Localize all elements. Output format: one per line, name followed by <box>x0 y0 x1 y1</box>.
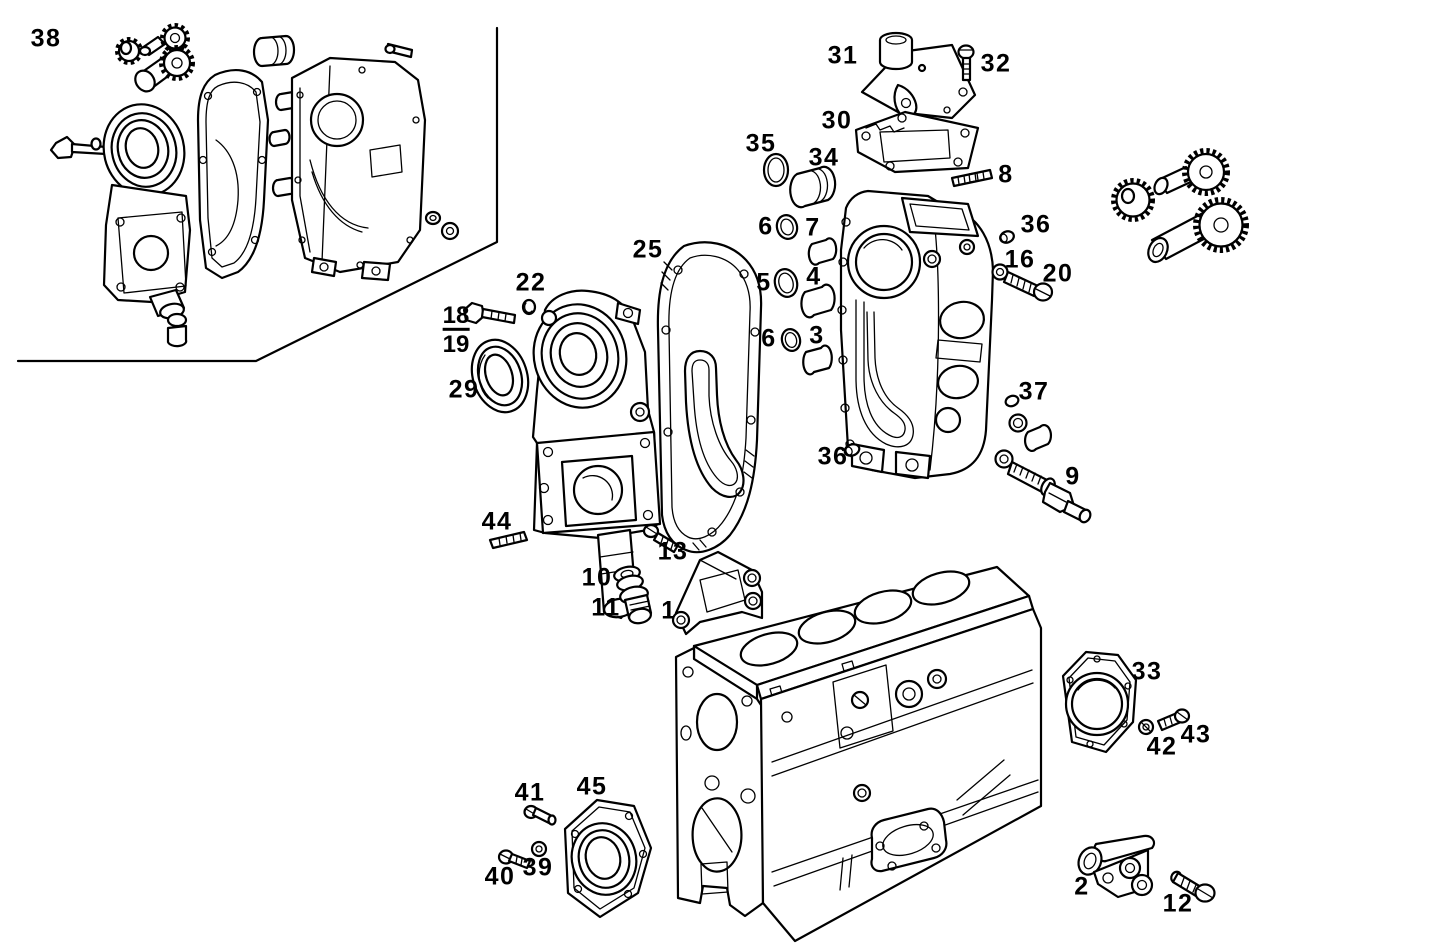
bolt-40 <box>497 849 532 870</box>
callout-18: 18 <box>442 301 470 329</box>
callout-41: 41 <box>514 778 546 807</box>
cover-plate-31 <box>860 31 977 120</box>
inset-bolt <box>49 135 108 160</box>
callout-1: 1 <box>661 596 677 625</box>
mount-bracket-1 <box>671 550 764 636</box>
callout-29: 29 <box>448 375 480 404</box>
washer-39 <box>530 840 548 858</box>
callout-2: 2 <box>1074 872 1090 901</box>
callout-4: 4 <box>806 262 822 291</box>
callout-8: 8 <box>998 160 1014 189</box>
ring-6b <box>780 328 802 352</box>
camshaft-gears <box>1111 148 1249 264</box>
callout-43: 43 <box>1180 720 1212 749</box>
washer-22 <box>521 298 537 316</box>
callout-31: 31 <box>827 41 859 70</box>
callout-36b: 36 <box>817 442 849 471</box>
o-ring-35 <box>762 152 790 188</box>
callout-39: 39 <box>522 853 554 882</box>
callout-40: 40 <box>484 862 516 891</box>
washer-37-group <box>1004 394 1053 452</box>
callout-5: 5 <box>756 268 772 297</box>
bushing-4 <box>800 283 836 319</box>
callout-16: 16 <box>1004 245 1036 274</box>
breather-11 <box>619 585 653 625</box>
callout-45: 45 <box>576 772 608 801</box>
crankcase-housing <box>837 189 995 480</box>
callout-6a: 6 <box>758 212 774 241</box>
callout-35: 35 <box>745 129 777 158</box>
callout-32: 32 <box>980 49 1012 78</box>
callout-22: 22 <box>515 268 547 297</box>
washer-42 <box>1137 718 1155 736</box>
gasket-25 <box>656 241 763 554</box>
bushing-7 <box>807 237 838 266</box>
washer-16 <box>991 263 1009 281</box>
callout-25: 25 <box>632 235 664 264</box>
inset-gasket <box>196 68 270 280</box>
bolt-43 <box>1156 708 1191 732</box>
inset-small-washers <box>424 210 460 241</box>
callout-37: 37 <box>1018 377 1050 406</box>
inset-oil-pump-cover <box>102 103 192 348</box>
rear-seal-flange-33 <box>1061 650 1138 754</box>
callout-44: 44 <box>481 507 513 536</box>
sensor-9 <box>994 449 1092 524</box>
bolt-32 <box>957 44 975 82</box>
callout-13: 13 <box>657 537 689 566</box>
callout-30: 30 <box>821 106 853 135</box>
stud-44 <box>488 530 529 550</box>
callout-34: 34 <box>808 143 840 172</box>
callout-20: 20 <box>1042 259 1074 288</box>
callout-42: 42 <box>1146 732 1178 761</box>
callout-18-19: 18 19 <box>442 301 470 357</box>
callout-7: 7 <box>805 213 821 242</box>
callout-6b: 6 <box>761 324 777 353</box>
support-bracket-2 <box>1077 834 1156 899</box>
callout-3: 3 <box>809 321 825 350</box>
inset-crankcase <box>290 42 427 282</box>
engine-block <box>674 565 1043 943</box>
bolt-18-19 <box>462 301 517 325</box>
inset-frame-border <box>16 26 499 363</box>
ring-5 <box>773 268 799 298</box>
bolt-12 <box>1170 870 1216 903</box>
callout-33: 33 <box>1131 657 1163 686</box>
callout-19: 19 <box>442 328 470 357</box>
callout-9: 9 <box>1065 462 1081 491</box>
gasket-30 <box>854 110 980 174</box>
plug-36a <box>999 230 1015 244</box>
bushing-3 <box>802 344 833 376</box>
inset-plug <box>252 34 296 68</box>
callout-36a: 36 <box>1020 210 1052 239</box>
bolt-41 <box>523 804 557 826</box>
plug-34 <box>789 165 837 209</box>
stud-8 <box>950 168 994 188</box>
callout-12: 12 <box>1162 889 1194 918</box>
callout-10: 10 <box>581 563 613 592</box>
callout-38: 38 <box>30 24 62 53</box>
bolt-13 <box>642 523 680 554</box>
inset-gear-cluster <box>115 23 195 93</box>
plug-36b <box>843 443 861 457</box>
seal-ring-29 <box>470 338 530 414</box>
callout-11: 11 <box>591 593 621 622</box>
seal-flange-45 <box>563 798 653 919</box>
bolt-20 <box>1002 270 1054 302</box>
ring-6a <box>775 214 799 240</box>
